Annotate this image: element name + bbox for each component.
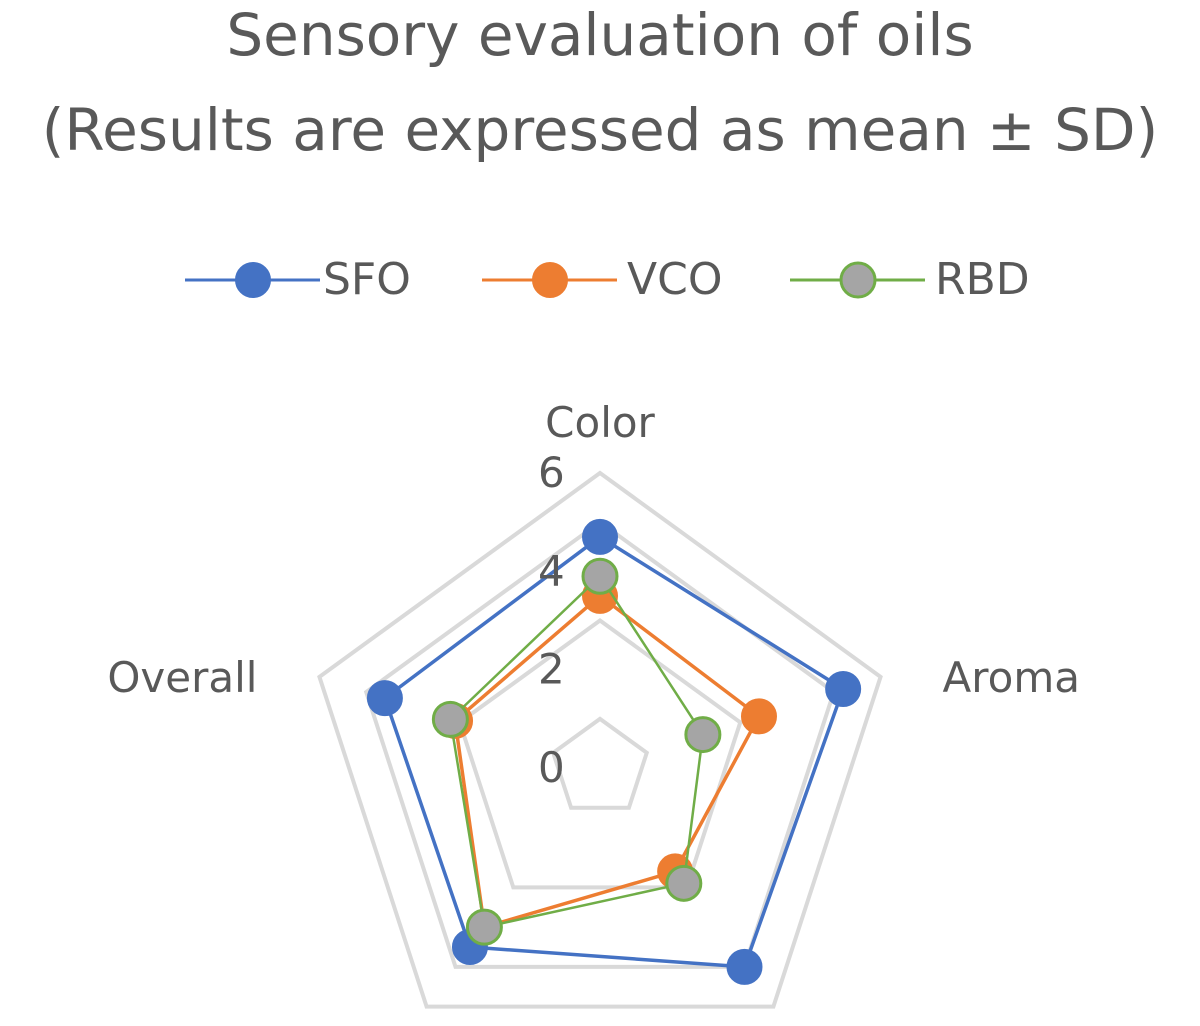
axis-label-color: Color xyxy=(545,398,655,447)
legend-label-rbd: RBD xyxy=(935,254,1030,305)
radar-labels: 0246ColorAromaTasteTextureOverall xyxy=(107,398,1080,1026)
data-point-rbd-texture xyxy=(465,908,503,946)
tick-label: 4 xyxy=(538,546,565,595)
legend-marker-vco xyxy=(482,262,617,298)
series-line-rbd xyxy=(449,575,705,929)
axis-label-overall: Overall xyxy=(107,653,257,702)
radar-grid xyxy=(317,470,883,1009)
data-point-sfo-overall xyxy=(366,680,403,717)
grid-ring xyxy=(317,470,883,1009)
tick-label: 2 xyxy=(538,645,565,694)
tick-label: 6 xyxy=(538,448,565,497)
data-point-rbd-aroma xyxy=(684,716,722,754)
data-point-sfo-color xyxy=(582,518,618,555)
data-point-rbd-color xyxy=(581,557,619,595)
data-point-rbd-taste xyxy=(665,864,703,902)
tick-label: 0 xyxy=(538,743,565,792)
legend: SFO VCO RBD xyxy=(0,248,1200,312)
legend-dot-sfo xyxy=(235,262,271,298)
chart-title: Sensory evaluation of oils xyxy=(226,1,974,69)
axis-label-aroma: Aroma xyxy=(943,653,1080,702)
grid-ring xyxy=(363,519,837,969)
radar-chart: 0246ColorAromaTasteTextureOverall xyxy=(107,398,1080,1026)
chart-subtitle: (Results are expressed as mean ± SD) xyxy=(41,96,1159,164)
legend-dot-rbd xyxy=(839,261,877,299)
data-point-sfo-taste xyxy=(726,948,763,985)
grid-ring xyxy=(457,618,743,890)
data-point-sfo-aroma xyxy=(825,670,862,707)
radar-series xyxy=(366,518,862,985)
legend-dot-vco xyxy=(532,262,568,298)
data-point-rbd-overall xyxy=(431,700,469,738)
data-point-vco-aroma xyxy=(740,698,777,735)
legend-label-sfo: SFO xyxy=(323,254,411,305)
legend-marker-sfo xyxy=(185,262,320,298)
grid-ring xyxy=(550,716,650,810)
legend-marker-rbd xyxy=(790,261,925,299)
legend-label-vco: VCO xyxy=(627,254,723,305)
series-line-vco xyxy=(453,594,761,929)
series-line-sfo xyxy=(383,535,845,969)
